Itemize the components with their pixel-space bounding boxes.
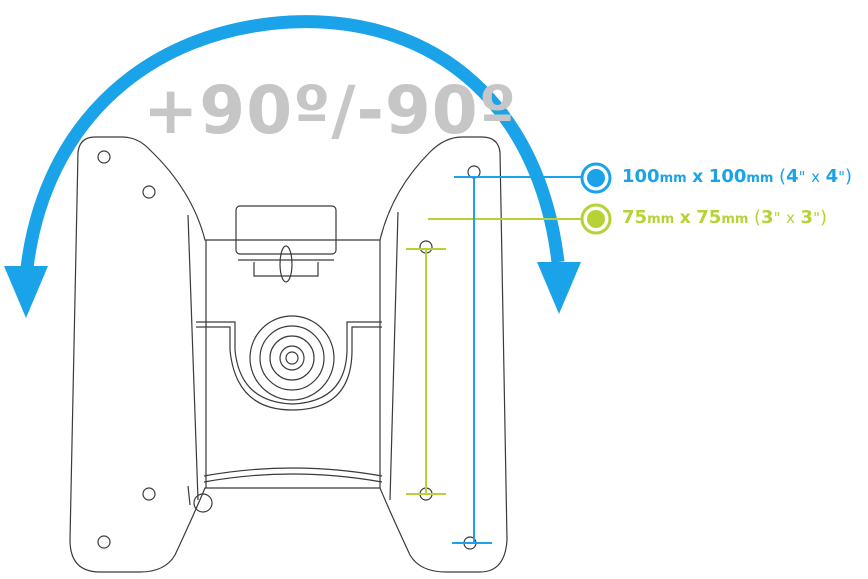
paren-close: ) bbox=[819, 207, 827, 228]
vesa-100-sep-in: x bbox=[811, 168, 820, 186]
inch-mark: " bbox=[813, 209, 820, 227]
inch-mark: " bbox=[773, 209, 781, 227]
vesa-100-unit-a: mm bbox=[659, 171, 687, 186]
vesa-75-unit-a: mm bbox=[647, 212, 675, 227]
vesa-75-width-in: 3 bbox=[761, 207, 774, 228]
vesa-75-indicator bbox=[406, 218, 590, 495]
paren-open: ( bbox=[779, 166, 787, 187]
left-arrowhead-icon bbox=[4, 266, 48, 318]
vesa-100-unit-b: mm bbox=[746, 171, 774, 186]
rotation-label: +90º/-90º bbox=[143, 72, 517, 149]
vesa-75-height-in: 3 bbox=[800, 207, 814, 228]
green-dot-fill bbox=[587, 210, 605, 228]
vesa-75-unit-b: mm bbox=[721, 212, 749, 227]
right-arrowhead-icon bbox=[537, 262, 581, 314]
vesa-75-width: 75 bbox=[622, 207, 648, 228]
vesa-100-indicator bbox=[452, 176, 590, 544]
vesa-75-height: 75 bbox=[696, 207, 722, 228]
mount-plate bbox=[69, 136, 508, 573]
vesa-75-sep: x bbox=[679, 208, 691, 228]
rotation-arc bbox=[20, 15, 565, 269]
paren-close: ) bbox=[845, 166, 853, 187]
inch-mark: " bbox=[838, 168, 845, 186]
vesa-100-height-in: 4 bbox=[825, 166, 839, 187]
vesa-100-width-in: 4 bbox=[786, 166, 799, 187]
vesa-100-label: 100mm x 100mm (4" x 4") bbox=[622, 168, 852, 186]
vesa-100-sep: x bbox=[692, 167, 704, 187]
screw-holes bbox=[97, 150, 481, 550]
vesa-100-height: 100 bbox=[708, 166, 747, 187]
inch-mark: " bbox=[798, 168, 806, 186]
blue-dot-fill bbox=[587, 169, 605, 187]
vesa-100-width: 100 bbox=[622, 166, 660, 187]
paren-open: ( bbox=[754, 207, 762, 228]
vesa-75-label: 75mm x 75mm (3" x 3") bbox=[622, 209, 827, 227]
vesa-75-sep-in: x bbox=[786, 209, 795, 227]
